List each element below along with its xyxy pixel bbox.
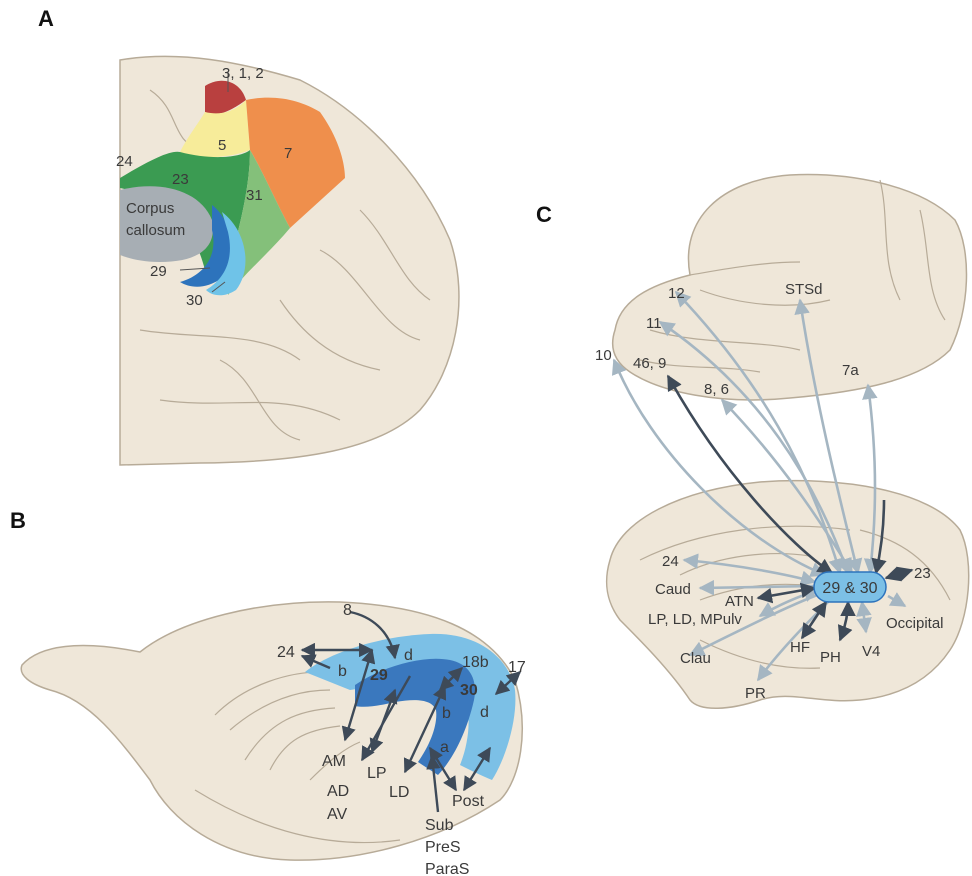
- label-corpus-line2: callosum: [126, 222, 185, 239]
- label-corpus-line1: Corpus: [126, 200, 174, 217]
- label-b-sub: Sub: [425, 817, 454, 834]
- label-b-paras: ParaS: [425, 861, 469, 876]
- label-c-caud: Caud: [655, 581, 691, 598]
- label-b-b2: b: [442, 705, 451, 722]
- panel-c: C: [536, 175, 969, 709]
- label-c-11: 11: [646, 315, 662, 332]
- label-b-av: AV: [327, 806, 347, 823]
- label-area-31: 31: [246, 187, 263, 204]
- label-c-46-9: 46, 9: [633, 355, 666, 372]
- label-area-30: 30: [186, 292, 203, 309]
- label-b-pres: PreS: [425, 839, 461, 856]
- label-c-23: 23: [914, 565, 931, 582]
- label-c-hf: HF: [790, 639, 810, 656]
- label-c-center: 29 & 30: [822, 580, 877, 597]
- label-b-ld: LD: [389, 784, 409, 801]
- label-area-312: 3, 1, 2: [222, 65, 264, 82]
- label-c-stsd: STSd: [785, 281, 823, 298]
- label-b-17: 17: [508, 659, 526, 676]
- label-c-10: 10: [595, 347, 612, 364]
- label-c-occipital: Occipital: [886, 615, 944, 632]
- label-c-8-6: 8, 6: [704, 381, 729, 398]
- label-b-lp: LP: [367, 765, 387, 782]
- label-b-29: 29: [370, 667, 388, 684]
- label-c-clau: Clau: [680, 650, 711, 667]
- label-c-ph: PH: [820, 649, 841, 666]
- label-b-18b: 18b: [462, 654, 489, 671]
- label-b-24: 24: [277, 644, 295, 661]
- label-c-12: 12: [668, 285, 685, 302]
- label-area-29: 29: [150, 263, 167, 280]
- label-area-5: 5: [218, 137, 226, 154]
- label-c-lp-ld-mpulv: LP, LD, MPulv: [648, 611, 742, 628]
- label-b-a: a: [440, 739, 449, 756]
- label-b-b1: b: [338, 663, 347, 680]
- label-c-v4: V4: [862, 643, 880, 660]
- label-c-24: 24: [662, 553, 679, 570]
- label-area-23: 23: [172, 171, 189, 188]
- panel-b-letter: B: [10, 508, 26, 533]
- label-c-atn: ATN: [725, 593, 754, 610]
- label-b-30: 30: [460, 682, 478, 699]
- panel-b: B 8 18b 17 24 b: [10, 508, 526, 876]
- panel-a: A 3, 1, 2 5 7 24 23 31 Corpus: [38, 6, 459, 465]
- label-c-pr: PR: [745, 685, 766, 702]
- label-b-d2: d: [480, 704, 489, 721]
- panel-a-letter: A: [38, 6, 54, 31]
- label-area-7: 7: [284, 145, 292, 162]
- panel-c-letter: C: [536, 202, 552, 227]
- label-c-7a: 7a: [842, 362, 859, 379]
- label-b-ad: AD: [327, 783, 349, 800]
- label-b-d1: d: [404, 647, 413, 664]
- label-b-am: AM: [322, 753, 346, 770]
- label-area-24: 24: [116, 153, 133, 170]
- label-b-8: 8: [343, 602, 352, 619]
- label-b-post: Post: [452, 793, 485, 810]
